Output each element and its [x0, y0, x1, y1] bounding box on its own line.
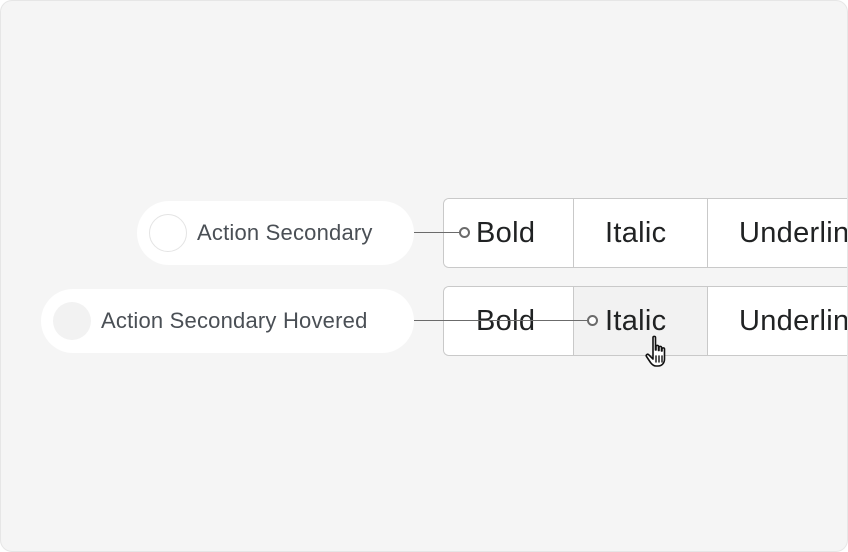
hand-pointer-cursor-icon [645, 335, 666, 367]
bold-button[interactable]: Bold [444, 287, 574, 355]
annotation-action-secondary: Action Secondary [137, 201, 414, 265]
connector-line [414, 320, 588, 321]
annotation-label: Action Secondary [197, 220, 373, 245]
annotation-dot [149, 214, 187, 252]
connector-endpoint [587, 315, 598, 326]
connector-line [414, 232, 461, 233]
annotation-label: Action Secondary Hovered [101, 308, 368, 333]
button-group-hovered: Bold Italic Underline [443, 286, 847, 356]
underline-button[interactable]: Underline [708, 287, 847, 355]
italic-button[interactable]: Italic [574, 199, 708, 267]
italic-button-hovered[interactable]: Italic [574, 287, 708, 355]
button-group-default: Bold Italic Underline [443, 198, 847, 268]
annotation-dot [53, 302, 91, 340]
connector-endpoint [459, 227, 470, 238]
underline-button[interactable]: Underline [708, 199, 847, 267]
annotation-action-secondary-hovered: Action Secondary Hovered [41, 289, 414, 353]
